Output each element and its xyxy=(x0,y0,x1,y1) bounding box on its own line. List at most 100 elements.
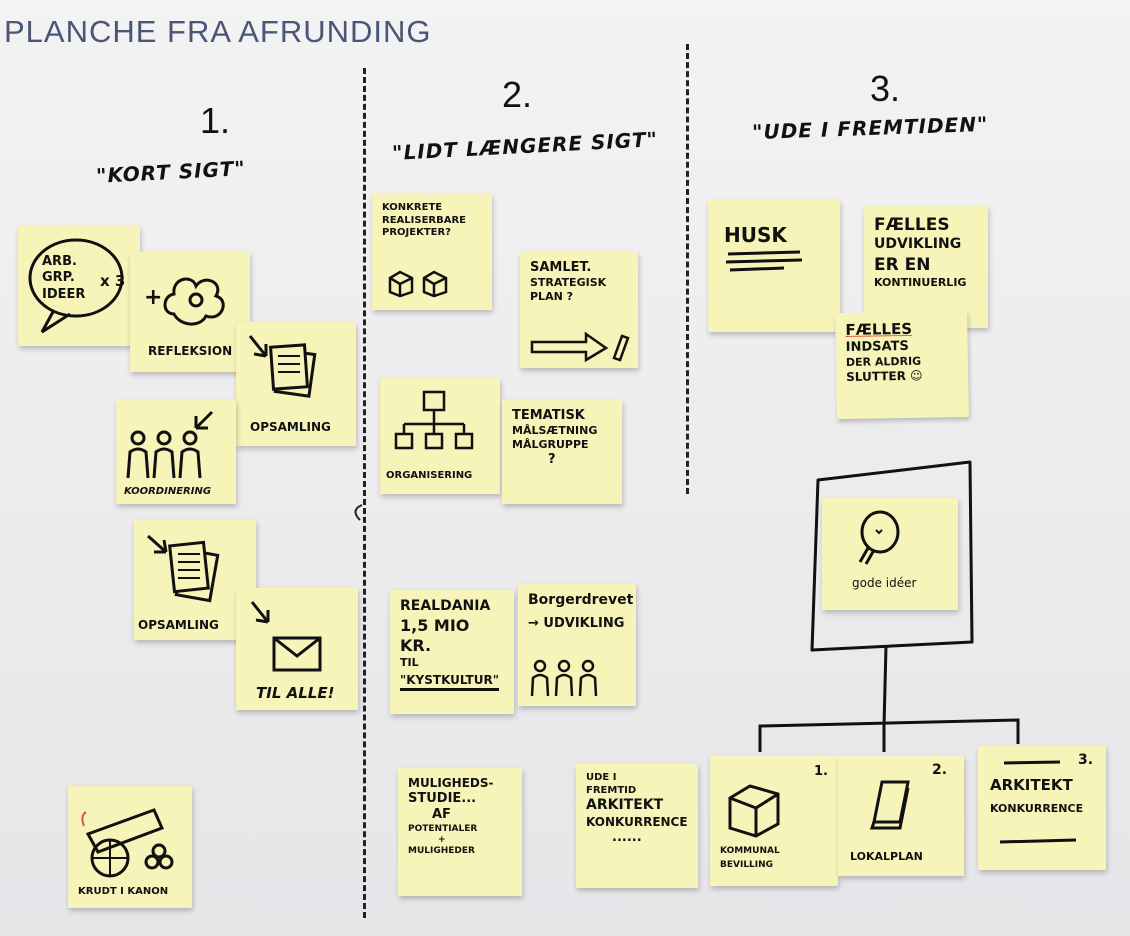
husk-label: HUSK xyxy=(724,223,787,247)
arkitekt-number: 3. xyxy=(1078,752,1094,768)
cannon-icon xyxy=(81,808,174,878)
borgerdrevet-line-1: Borgerdrevet xyxy=(528,592,634,608)
column-number-1: 1. xyxy=(200,100,231,141)
org-chart-icon xyxy=(394,390,474,450)
samlet-line-2: STRATEGISK xyxy=(530,276,607,290)
konkrete-line-2: REALISERBARE xyxy=(382,214,466,226)
arkitekt-line-2: KONKURRENCE xyxy=(990,802,1084,815)
sticky-note-krudt: KRUDT I KANON xyxy=(68,786,192,908)
faelles-indsats-line-4: SLUTTER ☺ xyxy=(846,368,923,384)
ude-arkitekt-line-2: FREMTID xyxy=(586,784,637,796)
mulighed-line-2: STUDIE... xyxy=(408,791,477,806)
cube-icon xyxy=(728,784,780,838)
sticky-note-ude-arkitekt: UDE I FREMTID ARKITEKT KONKURRENCE .....… xyxy=(576,764,698,888)
realdania-line-1: REALDANIA xyxy=(400,598,491,614)
sticky-note-faelles-indsats: FÆLLES INDSATS DER ALDRIG SLUTTER ☺ xyxy=(835,310,969,420)
konkrete-line-3: PROJEKTER? xyxy=(382,227,451,238)
gode-ideer-label: gode idéer xyxy=(852,576,917,590)
bubble-text: ARB. GRP. IDEER xyxy=(42,254,86,302)
kommunal-line-1: KOMMUNAL xyxy=(720,846,780,856)
sticky-note-lokalplan: 2. LOKALPLAN xyxy=(838,756,964,876)
sticky-note-tematisk: TEMATISK MÅLSÆTNING MÅLGRUPPE ? xyxy=(502,400,622,504)
sticky-note-gode-ideer: gode idéer xyxy=(822,498,958,610)
column-heading-1: "KORT SIGT" xyxy=(95,156,247,188)
mulighed-line-5: + xyxy=(438,834,446,845)
column-number-2: 2. xyxy=(502,74,533,115)
cubes-icon xyxy=(388,270,448,298)
sticky-note-kommunal: 1. KOMMUNAL BEVILLING xyxy=(710,756,838,886)
sticky-note-mail: TIL ALLE! xyxy=(236,588,358,710)
opsamling-a-label: OPSAMLING xyxy=(250,420,331,434)
tematisk-line-3: MÅLGRUPPE xyxy=(512,438,589,451)
sticky-note-arkitekt: 3. ARKITEKT KONKURRENCE xyxy=(978,746,1106,870)
sticky-note-bubble: ARB. GRP. IDEER x 3 xyxy=(18,226,140,346)
thinking-cloud-icon: + xyxy=(144,277,225,326)
opsamling-b-label: OPSAMLING xyxy=(138,618,219,632)
speech-bubble-icon xyxy=(28,238,124,334)
sticky-note-organisering: ORGANISERING xyxy=(380,378,500,494)
krudt-label: KRUDT I KANON xyxy=(78,886,169,897)
sticky-note-samlet: SAMLET. STRATEGISK PLAN ? xyxy=(520,252,638,368)
samlet-line-1: SAMLET. xyxy=(530,260,592,275)
sticky-note-mulighed: MULIGHEDS- STUDIE... AF POTENTIALER + MU… xyxy=(398,768,522,896)
lokalplan-label: LOKALPLAN xyxy=(850,850,923,863)
people-group-icon xyxy=(530,659,598,697)
ude-arkitekt-line-5: ...... xyxy=(612,829,642,845)
faelles-udvikling-line-2: UDVIKLING xyxy=(874,236,962,253)
document-stack-icon xyxy=(869,780,910,830)
envelope-arrow-icon xyxy=(250,601,322,672)
mulighed-line-4: POTENTIALER xyxy=(408,823,478,834)
tematisk-line-4: ? xyxy=(548,451,556,467)
kommunal-line-2: BEVILLING xyxy=(720,860,774,870)
column-heading-2: "LIDT LÆNGERE SIGT" xyxy=(391,127,659,165)
underline-icon xyxy=(725,250,803,272)
mail-label: TIL ALLE! xyxy=(256,684,335,702)
sticky-note-borgerdrevet: Borgerdrevet → UDVIKLING xyxy=(518,584,636,706)
column-heading-3: "UDE I FREMTIDEN" xyxy=(751,111,989,145)
people-group-icon xyxy=(126,410,214,479)
tematisk-line-2: MÅLSÆTNING xyxy=(512,424,598,438)
underline-icon xyxy=(999,838,1077,844)
column-divider-1 xyxy=(363,68,366,918)
svg-text:+: + xyxy=(144,285,162,310)
dash-line-icon xyxy=(1003,760,1061,765)
faelles-udvikling-line-1: FÆLLES xyxy=(874,215,950,235)
refleksion-label: REFLEKSION xyxy=(148,344,233,358)
column-number-3: 3. xyxy=(870,68,901,109)
tematisk-line-1: TEMATISK xyxy=(512,408,585,423)
column-divider-2 xyxy=(686,44,689,494)
bubble-count: x 3 xyxy=(100,272,126,290)
samlet-line-3: PLAN ? xyxy=(530,290,574,303)
sticky-note-koordinering: KOORDINERING xyxy=(116,400,236,504)
mulighed-line-3: AF xyxy=(432,807,451,823)
sticky-note-realdania: REALDANIA 1,5 MIO KR. TIL "KYSTKULTUR" xyxy=(390,590,514,714)
documents-arrow-icon xyxy=(248,335,317,398)
organisering-label: ORGANISERING xyxy=(386,470,473,481)
ude-arkitekt-line-3: ARKITEKT xyxy=(586,797,664,813)
sticky-note-husk: HUSK xyxy=(708,200,840,332)
borgerdrevet-line-2: → UDVIKLING xyxy=(528,615,625,631)
faelles-udvikling-line-4: KONTINUERLIG xyxy=(874,275,967,289)
page-title: PLANCHE FRA AFRUNDING xyxy=(4,14,432,49)
ude-arkitekt-line-4: KONKURRENCE xyxy=(586,814,688,829)
sticky-note-faelles-udvikling: FÆLLES UDVIKLING ER EN KONTINUERLIG xyxy=(864,206,988,328)
documents-arrow-icon xyxy=(147,534,220,603)
faelles-indsats-line-1: FÆLLES xyxy=(845,319,913,339)
mulighed-line-6: MULIGHEDER xyxy=(408,846,475,856)
realdania-line-4: "KYSTKULTUR" xyxy=(400,673,499,692)
sticky-note-opsamling-b: OPSAMLING xyxy=(134,520,256,640)
sticky-note-opsamling-a: OPSAMLING xyxy=(236,322,356,446)
realdania-line-3: TIL xyxy=(400,655,419,669)
koordinering-label: KOORDINERING xyxy=(124,486,212,497)
arrow-pencil-icon xyxy=(530,331,630,363)
arkitekt-line-1: ARKITEKT xyxy=(990,776,1073,794)
ude-arkitekt-line-1: UDE I xyxy=(586,772,617,783)
lokalplan-number: 2. xyxy=(932,762,948,778)
lightbulb-icon xyxy=(858,510,900,565)
konkrete-line-1: KONKRETE xyxy=(382,202,443,213)
kommunal-number: 1. xyxy=(814,764,828,779)
mulighed-line-1: MULIGHEDS- xyxy=(408,776,494,790)
realdania-line-2: 1,5 MIO KR. xyxy=(400,615,470,655)
faelles-udvikling-line-3: ER EN xyxy=(874,254,931,275)
